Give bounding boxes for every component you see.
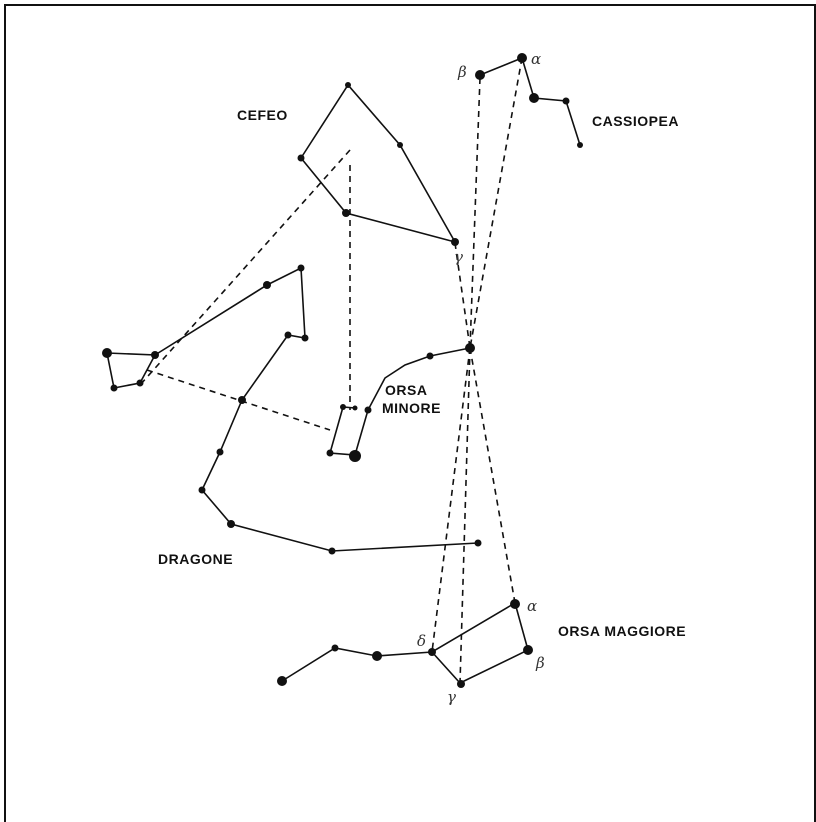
- star: [238, 396, 246, 404]
- star: [340, 404, 346, 410]
- star: [327, 450, 334, 457]
- star: [298, 155, 305, 162]
- star: [427, 353, 434, 360]
- guide-cassiopea-beta: [470, 78, 480, 348]
- star: [451, 238, 459, 246]
- star: [342, 209, 350, 217]
- star: [475, 540, 482, 547]
- star: [285, 332, 292, 339]
- star: [345, 82, 351, 88]
- greek-um-gamma: γ: [447, 688, 456, 706]
- star: [298, 265, 305, 272]
- star: [151, 351, 159, 359]
- star: [475, 70, 485, 80]
- star: [365, 407, 372, 414]
- orsa-maggiore-lines: [282, 603, 528, 683]
- greek-labels: β α γ α β γ δ: [417, 50, 545, 706]
- label-cefeo: CEFEO: [237, 107, 288, 123]
- star: [137, 380, 144, 387]
- label-cassiopea: CASSIOPEA: [592, 113, 679, 129]
- star: [349, 450, 361, 462]
- star: [263, 281, 271, 289]
- label-orsa-minore-line2: MINORE: [382, 400, 441, 416]
- star: [217, 449, 224, 456]
- star: [372, 651, 382, 661]
- constellation-lines: [107, 58, 580, 683]
- star: [465, 343, 475, 353]
- guide-lines: [140, 58, 522, 683]
- greek-cassiopea-beta: β: [457, 63, 467, 81]
- greek-cefeo-gamma: γ: [454, 248, 463, 266]
- star: [517, 53, 527, 63]
- guide-polaris-alpha: [470, 348, 515, 603]
- star: [277, 676, 287, 686]
- constellation-labels: CEFEO CASSIOPEA ORSA MINORE DRAGONE ORSA…: [158, 107, 686, 639]
- label-orsa-minore-line1: ORSA: [385, 382, 427, 398]
- star: [563, 98, 570, 105]
- stars: [102, 53, 583, 688]
- label-dragone: DRAGONE: [158, 551, 233, 567]
- label-orsa-maggiore: ORSA MAGGIORE: [558, 623, 686, 639]
- star: [577, 142, 583, 148]
- star: [111, 385, 118, 392]
- star: [510, 599, 520, 609]
- greek-um-alpha: α: [527, 597, 537, 615]
- star: [353, 406, 358, 411]
- star: [329, 548, 336, 555]
- star: [332, 645, 339, 652]
- greek-um-beta: β: [535, 654, 545, 672]
- star: [302, 335, 309, 342]
- cefeo-lines-outer: [301, 85, 455, 242]
- star: [457, 680, 465, 688]
- star: [523, 645, 533, 655]
- star: [428, 648, 436, 656]
- star: [529, 93, 539, 103]
- guide-polaris-delta: [432, 348, 470, 652]
- greek-um-delta: δ: [417, 632, 426, 650]
- star: [102, 348, 112, 358]
- guide-cassiopea-alpha: [470, 58, 522, 348]
- guide-cefeo-dragone: [140, 150, 350, 385]
- star: [397, 142, 403, 148]
- greek-cassiopea-alpha: α: [531, 50, 541, 68]
- star: [227, 520, 235, 528]
- star: [199, 487, 206, 494]
